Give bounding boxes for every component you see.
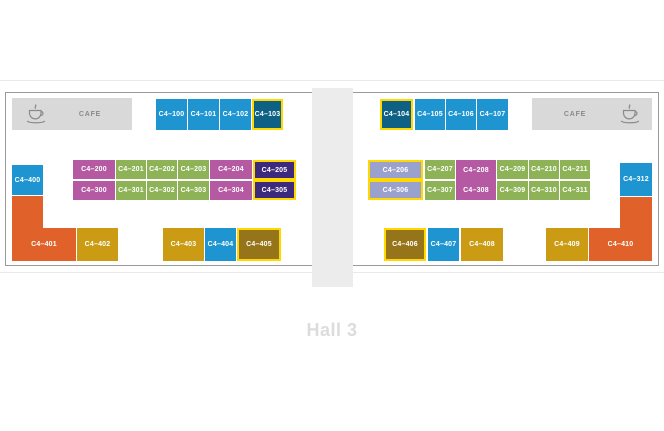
coffee-cup-icon: [24, 103, 48, 125]
booth-label: C4–401: [31, 241, 57, 248]
booth-label: C4–204: [218, 166, 244, 173]
booth-c4-400[interactable]: C4–400: [12, 165, 43, 195]
booth-c4-402[interactable]: C4–402: [77, 228, 118, 261]
booth-label: C4–407: [430, 241, 457, 248]
booth-c4-410[interactable]: C4–410: [589, 228, 652, 261]
booth-label: C4–101: [190, 111, 217, 118]
booth-c4-205[interactable]: C4–205: [253, 160, 296, 180]
booth-label: C4–201: [118, 166, 144, 173]
booth-label: C4–305: [261, 186, 288, 194]
booth-c4-101[interactable]: C4–101: [188, 99, 219, 130]
booth-label: C4–205: [261, 166, 288, 174]
booth-c4-202[interactable]: C4–202: [147, 160, 177, 179]
booth-label: C4–206: [382, 166, 409, 174]
cafe-area-right: CAFE: [532, 98, 652, 130]
booth-label: C4–402: [84, 241, 111, 248]
booth-label: C4–304: [218, 187, 244, 194]
booth-label: C4–400: [14, 176, 41, 184]
center-aisle: [312, 88, 353, 287]
cafe-label: CAFE: [563, 110, 587, 118]
booth-label: C4–312: [623, 176, 649, 183]
booth-label: C4–105: [417, 111, 443, 118]
booth-label: C4–303: [180, 187, 207, 194]
booth-label: C4–107: [479, 111, 506, 118]
booth-label: C4–209: [499, 166, 526, 173]
booth-label: C4–102: [222, 111, 249, 118]
booth-label: C4–200: [81, 166, 107, 173]
booth-label: C4–104: [383, 111, 410, 118]
cafe-label: CAFE: [78, 110, 102, 118]
booth-c4-301[interactable]: C4–301: [116, 181, 146, 200]
booth-c4-309[interactable]: C4–309: [497, 181, 528, 200]
booth-label: C4–106: [448, 111, 474, 118]
booth-c4-406[interactable]: C4–406: [384, 228, 426, 261]
booth-c4-405[interactable]: C4–405: [237, 228, 281, 261]
booth-label: C4–208: [463, 166, 489, 174]
booth-c4-303[interactable]: C4–303: [178, 181, 209, 200]
coffee-cup-icon: [618, 103, 642, 125]
booth-label: C4–404: [207, 241, 234, 248]
booth-c4-204[interactable]: C4–204: [210, 160, 252, 179]
booth-label: C4–202: [149, 166, 175, 173]
booth-c4-203[interactable]: C4–203: [178, 160, 209, 179]
booth-c4-401[interactable]: C4–401: [12, 228, 76, 261]
booth-c4-310[interactable]: C4–310: [529, 181, 559, 200]
booth-c4-306[interactable]: C4–306: [368, 180, 423, 200]
booth-label: C4–301: [118, 187, 144, 194]
booth-c4-408[interactable]: C4–408: [461, 228, 503, 261]
booth-c4-211[interactable]: C4–211: [560, 160, 590, 179]
booth-c4-311[interactable]: C4–311: [560, 181, 590, 200]
booth-c4-102[interactable]: C4–102: [220, 99, 251, 130]
booth-c4-304[interactable]: C4–304: [210, 181, 252, 200]
booth-label: C4–410: [607, 241, 634, 248]
booth-c4-207[interactable]: C4–207: [425, 160, 455, 179]
booth-label: C4–408: [469, 241, 495, 248]
booth-label: C4–306: [382, 186, 409, 194]
booth-c4-107[interactable]: C4–107: [477, 99, 508, 130]
booth-c4-307[interactable]: C4–307: [425, 181, 455, 200]
booth-c4-100[interactable]: C4–100: [156, 99, 187, 130]
booth-c4-300[interactable]: C4–300: [73, 181, 115, 200]
booth-label: C4–207: [427, 166, 453, 173]
booth-c4-201[interactable]: C4–201: [116, 160, 146, 179]
booth-label: C4–409: [554, 241, 580, 248]
booth-label: C4–311: [562, 187, 588, 194]
booth-label: C4–308: [463, 186, 489, 194]
booth-c4-407[interactable]: C4–407: [428, 228, 459, 261]
booth-c4-200[interactable]: C4–200: [73, 160, 115, 179]
booth-c4-209[interactable]: C4–209: [497, 160, 528, 179]
booth-label: C4–211: [562, 166, 588, 173]
booth-c4-206[interactable]: C4–206: [368, 160, 423, 180]
booth-label: C4–100: [158, 111, 185, 118]
booth-c4-312[interactable]: C4–312: [620, 163, 652, 196]
booth-c4-210[interactable]: C4–210: [529, 160, 559, 179]
booth-label: C4–309: [499, 187, 526, 194]
hall-title: Hall 3: [306, 320, 358, 340]
booth-c4-305[interactable]: C4–305: [253, 180, 296, 200]
booth-label: C4–406: [392, 241, 418, 248]
booth-label: C4–310: [531, 187, 557, 194]
cafe-area-left: CAFE: [12, 98, 132, 130]
booth-label: C4–300: [81, 187, 107, 194]
booth-c4-302[interactable]: C4–302: [147, 181, 177, 200]
booth-label: C4–403: [170, 241, 197, 248]
booth-c4-208[interactable]: C4–208: [456, 160, 496, 180]
booth-label: C4–103: [254, 111, 281, 118]
booth-c4-404[interactable]: C4–404: [205, 228, 236, 261]
booth-c4-103[interactable]: C4–103: [252, 99, 283, 130]
booth-c4-308[interactable]: C4–308: [456, 180, 496, 200]
booth-c4-403[interactable]: C4–403: [163, 228, 204, 261]
booth-label: C4–307: [427, 187, 453, 194]
booth-c4-104[interactable]: C4–104: [380, 99, 413, 130]
booth-c4-409[interactable]: C4–409: [546, 228, 588, 261]
booth-label: C4–210: [531, 166, 557, 173]
booth-label: C4–302: [149, 187, 175, 194]
booth-c4-105[interactable]: C4–105: [415, 99, 445, 130]
booth-label: C4–405: [246, 241, 272, 248]
booth-c4-106[interactable]: C4–106: [446, 99, 476, 130]
booth-label: C4–203: [180, 166, 207, 173]
